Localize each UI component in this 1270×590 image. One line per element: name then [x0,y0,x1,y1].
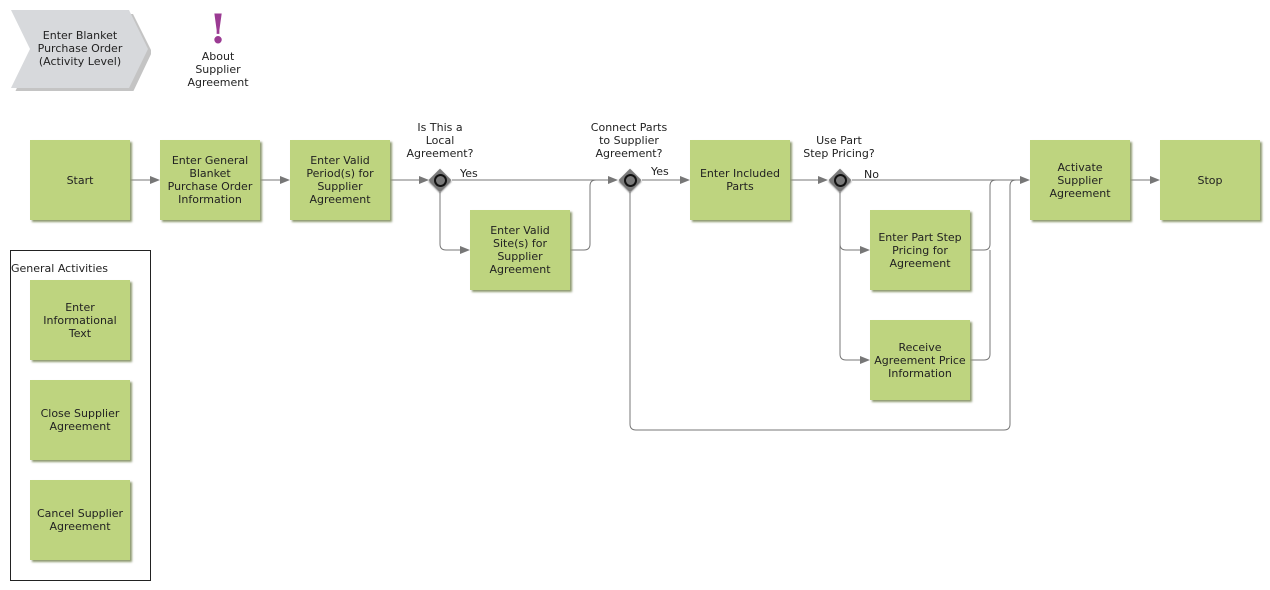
activity-label: Cancel Supplier Agreement [36,507,124,533]
general-activity-cancel[interactable]: Cancel Supplier Agreement [30,480,130,560]
flow-step-to-activate [970,179,997,251]
activity-label: Enter Included Parts [699,167,781,193]
activity-label: Enter Part Step Pricing for Agreement [878,230,962,270]
gateway-step-pricing-no: No [864,168,879,181]
activity-enter-general[interactable]: Enter General Blanket Purchase Order Inf… [160,140,260,220]
flow-gateway3-to-receive [839,244,870,364]
gateway-connect-parts-ring [624,174,637,187]
gateway-local-yes: Yes [460,167,478,180]
about-supplier-agreement[interactable]: ! About Supplier Agreement [178,6,258,90]
flow-gateway1-to-site [439,192,470,254]
gateway-step-pricing-question: Use Part Step Pricing? [803,134,875,160]
activity-activate[interactable]: Activate Supplier Agreement [1030,140,1130,220]
activity-label: Enter Informational Text [43,300,117,340]
process-title-chevron: Enter Blanket Purchase Order (Activity L… [10,10,151,91]
activity-label: Activate Supplier Agreement [1049,160,1111,200]
activity-enter-included-parts[interactable]: Enter Included Parts [690,140,790,220]
flow-gateway3-to-step [839,192,870,254]
general-activity-enter-text[interactable]: Enter Informational Text [30,280,130,360]
about-label: About Supplier Agreement [187,50,249,89]
exclamation-icon: ! [209,6,227,53]
gateway-connect-parts-question: Connect Parts to Supplier Agreement? [590,121,668,160]
flow-receive-to-activate [970,250,991,361]
general-activities-group: General Activities [10,250,151,581]
activity-label: Receive Agreement Price Information [874,340,966,380]
activity-enter-valid-site[interactable]: Enter Valid Site(s) for Supplier Agreeme… [470,210,570,290]
activity-label: Close Supplier Agreement [40,407,120,433]
activity-enter-valid-period[interactable]: Enter Valid Period(s) for Supplier Agree… [290,140,390,220]
process-title-text: Enter Blanket Purchase Order (Activity L… [37,29,123,68]
general-activities-title: General Activities [11,262,109,275]
general-activity-close[interactable]: Close Supplier Agreement [30,380,130,460]
chevron-shape [11,10,151,91]
activity-label: Enter General Blanket Purchase Order Inf… [167,154,253,206]
stop-label: Stop [1197,173,1223,187]
activity-label: Enter Valid Site(s) for Supplier Agreeme… [489,224,551,276]
gateway-local-ring [434,174,447,187]
gateway-local-question: Is This a Local Agreement? [406,121,474,160]
start-event[interactable]: Start [30,140,130,220]
activity-label: Enter Valid Period(s) for Supplier Agree… [306,154,374,206]
activity-enter-part-step[interactable]: Enter Part Step Pricing for Agreement [870,210,970,290]
gateway-step-pricing-ring [834,174,847,187]
start-label: Start [66,173,94,187]
stop-event[interactable]: Stop [1160,140,1260,220]
gateway-connect-parts-yes: Yes [651,165,669,178]
flow-site-to-gateway2 [570,179,597,251]
activity-receive-price[interactable]: Receive Agreement Price Information [870,320,970,400]
flow-gateway2-bypass [629,179,1017,431]
